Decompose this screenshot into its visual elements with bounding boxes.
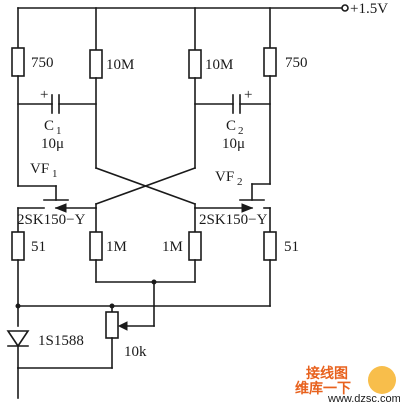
resistor-51-right-label: 51 [284,239,299,255]
transistor-vf1: VF 1 2SK150−Y [17,161,97,233]
capacitor-c2-name: C [226,118,236,134]
capacitor-c2-value: 10μ [222,136,245,152]
transistor-vf2-name: VF [215,169,234,185]
left-load-branch: 750 + C 1 10μ [11,7,97,187]
transistor-vf1-subscript: 1 [52,168,58,180]
capacitor-c1-subscript: 1 [56,125,62,137]
resistor-750-right-label: 750 [285,55,308,71]
source-resistor-left-branch: 51 [11,231,46,327]
diode-triangle [6,330,30,348]
source-bus [15,303,271,313]
capacitor-c2-subscript: 2 [238,125,244,137]
diode-1s1588: 1S1588 [6,330,84,369]
watermark-brand-bottom: 维库一下 [295,380,351,397]
supply-terminal [341,4,349,12]
capacitor-c1-polarity: + [40,87,48,103]
source-resistor-right-branch: 51 [263,231,299,307]
resistor-750-left [11,47,25,77]
resistor-10m-right [188,49,202,79]
gate-arrow-right [241,203,254,213]
ground-line [17,367,113,399]
transistor-vf2: VF 2 2SK150−Y [194,169,271,233]
watermark-logo-icon [368,366,396,394]
trimmer-10k: 10k [105,311,155,369]
potentiometer-10k [105,311,119,339]
transistor-vf2-subscript: 2 [237,176,243,188]
resistor-750-right [263,47,277,77]
diode-part-label: 1S1588 [38,333,84,349]
left-gate-branch: 10M [89,7,134,169]
transistor-vf1-name: VF [30,161,49,177]
resistor-10m-left-label: 10M [106,57,134,73]
capacitor-c2: + [232,87,252,114]
junction-dot [151,279,157,285]
watermark: 接线图 维库一下 www.dzsc.com [295,365,400,405]
junction-dot [109,303,115,309]
resistor-51-left [11,231,25,261]
cross-coupling [94,166,197,209]
watermark-brand-top: 接线图 [306,365,348,382]
resistor-51-right [263,231,277,261]
right-gate-branch: 10M [188,7,233,169]
junction-dot [15,303,21,309]
resistor-1m-left [89,231,103,261]
bias-resistor-right-branch: 1M [162,207,202,283]
resistor-1m-left-label: 1M [106,239,127,255]
transistor-vf1-part: 2SK150−Y [17,212,86,228]
capacitor-c2-polarity: + [244,87,252,103]
resistor-10m-left [89,49,103,79]
wiper-arrow [117,321,128,331]
transistor-vf2-part: 2SK150−Y [199,212,268,228]
supply-voltage-label: +1.5V [350,1,388,17]
watermark-site: www.dzsc.com [327,393,400,405]
capacitor-c1: + [40,87,60,114]
resistor-51-left-label: 51 [31,239,46,255]
resistor-750-left-label: 750 [31,55,54,71]
bias-bus [95,279,196,327]
supply-rail: +1.5V [17,1,388,17]
resistor-10m-right-label: 10M [205,57,233,73]
gate-arrow-left [54,203,67,213]
trimmer-value-label: 10k [124,344,147,360]
bias-resistor-left-branch: 1M [89,207,127,283]
right-load-branch: 750 + C 2 10μ [194,7,308,185]
capacitor-c1-name: C [44,118,54,134]
capacitor-c1-value: 10μ [41,136,64,152]
resistor-1m-right [188,231,202,261]
resistor-1m-right-label: 1M [162,239,183,255]
